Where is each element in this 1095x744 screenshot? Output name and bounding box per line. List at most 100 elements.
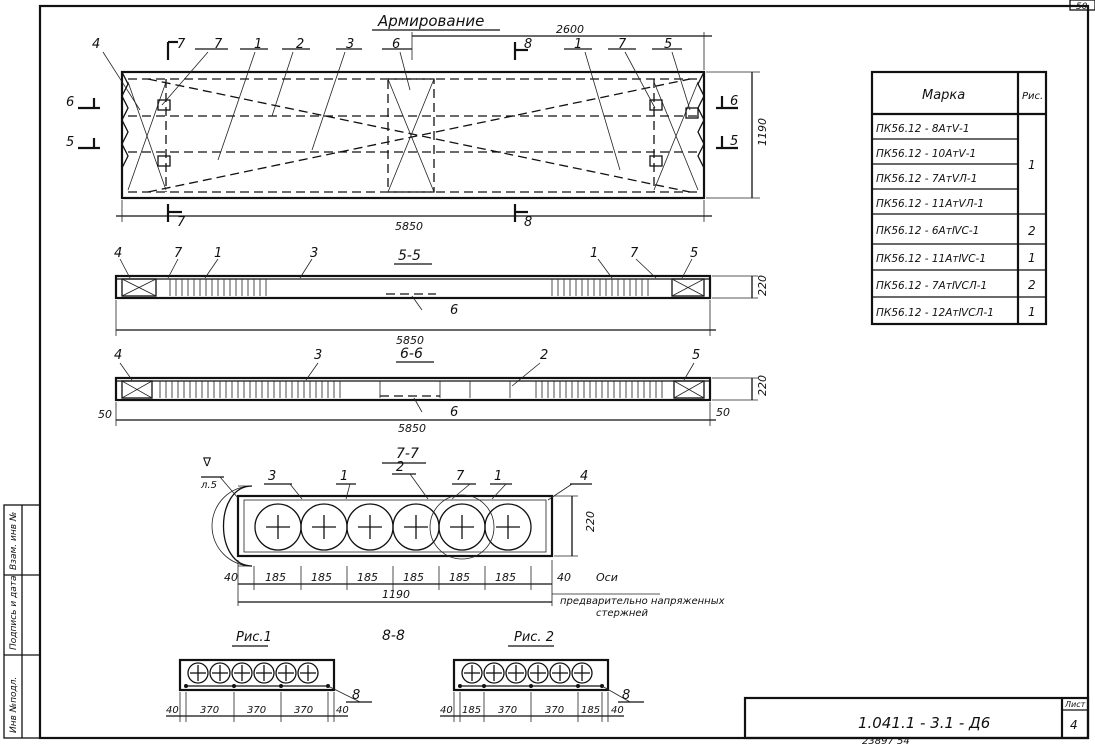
plan-callout-5: 5 xyxy=(664,37,672,52)
s77-dim-220: 220 xyxy=(584,511,597,532)
table-fig-row8: 1 xyxy=(1028,305,1036,319)
s77-dim-185-6: 185 xyxy=(495,571,516,584)
fig2-section xyxy=(440,645,644,722)
section-6-6-title: 6-6 xyxy=(400,346,423,362)
plan-cut-8-bottom: 8 xyxy=(524,215,532,230)
sheet-frame xyxy=(38,4,1090,740)
s77-callout-3: 3 xyxy=(268,469,276,484)
table-header-mark: Марка xyxy=(922,88,965,103)
s55-callout-7: 7 xyxy=(174,246,183,261)
plan-dim-1190: 1190 xyxy=(756,118,769,146)
s77-dim-185-3: 185 xyxy=(357,571,378,584)
s77-dim-185-2: 185 xyxy=(311,571,332,584)
mark-table xyxy=(870,70,1048,326)
s77-callout-1: 1 xyxy=(340,469,348,484)
section-5-5 xyxy=(114,258,758,336)
fig1-title: Рис.1 xyxy=(236,630,272,645)
s77-dim-1190: 1190 xyxy=(382,588,410,601)
fig2-callout-8: 8 xyxy=(622,688,630,703)
s77-callout-1b: 1 xyxy=(494,469,502,484)
s77-dim-185-5: 185 xyxy=(449,571,470,584)
fig1-dim-370-2: 370 xyxy=(247,705,266,716)
table-fig-row5: 2 xyxy=(1028,224,1036,238)
plan-view xyxy=(78,32,760,222)
drawing-code: 1.041.1 - 3.1 - Д6 xyxy=(858,714,990,732)
s66-callout-6: 6 xyxy=(450,405,458,420)
fig1-callout-8: 8 xyxy=(352,688,360,703)
table-fig-row6: 1 xyxy=(1028,251,1036,265)
axes-note-line3: стержней xyxy=(596,608,649,619)
s77-dim-40-left: 40 xyxy=(224,571,238,584)
s66-callout-2: 2 xyxy=(540,348,548,363)
table-row-8: ПК56.12 - 12АтⅣСЛ-1 xyxy=(876,307,994,319)
fig2-dim-370-2: 370 xyxy=(545,705,564,716)
section-5-5-title: 5-5 xyxy=(398,248,421,264)
plan-dim-5850: 5850 xyxy=(395,220,423,233)
table-row-3: ПК56.12 - 7АтⅤЛ-1 xyxy=(876,173,977,185)
section-7-7 xyxy=(201,462,660,606)
fig1-dim-40-left: 40 xyxy=(166,705,179,716)
page-corner-box xyxy=(1069,0,1095,11)
s66-end-right: 50 xyxy=(716,406,730,419)
s77-callout-2: 2 xyxy=(396,460,404,475)
s77-dim-185-4: 185 xyxy=(403,571,424,584)
table-row-1: ПК56.12 - 8АтⅤ-1 xyxy=(876,123,970,135)
plan-cut-7-top: 7 xyxy=(177,37,186,52)
table-row-7: ПК56.12 - 7АтⅣСЛ-1 xyxy=(876,280,987,292)
s77-dim-40-right: 40 xyxy=(557,571,571,584)
s66-callout-3: 3 xyxy=(314,348,322,363)
section-8-8-title: 8-8 xyxy=(382,628,405,644)
s55-callout-1b: 1 xyxy=(590,246,598,261)
section-6-6 xyxy=(114,361,758,426)
fig2-title: Рис. 2 xyxy=(514,630,554,645)
plan-cut-6-left: 6 xyxy=(66,95,74,110)
table-row-6: ПК56.12 - 11АтⅣС-1 xyxy=(876,253,986,265)
plan-callout-3: 3 xyxy=(346,37,354,52)
s55-callout-6: 6 xyxy=(450,303,458,318)
plan-callout-1b: 1 xyxy=(574,37,582,52)
s55-dim-5850: 5850 xyxy=(396,334,424,347)
fig2-dim-185-left: 185 xyxy=(462,705,481,716)
stamp-sign-label: Подпись и дата xyxy=(9,575,19,650)
s66-dim-220: 220 xyxy=(756,375,769,396)
bottom-numbers: 23897 54 xyxy=(862,736,910,744)
s77-callout-4: 4 xyxy=(580,469,588,484)
table-row-5: ПК56.12 - 6АтⅣС-1 xyxy=(876,225,979,237)
stamp-inv-label: Инв №подл. xyxy=(9,677,19,733)
s77-dim-185-1: 185 xyxy=(265,571,286,584)
s55-dim-220: 220 xyxy=(756,275,769,296)
table-fig-group1: 1 xyxy=(1028,158,1036,172)
section-7-7-title: 7-7 xyxy=(396,446,419,462)
plan-callout-7b: 7 xyxy=(618,37,627,52)
table-fig-row7: 2 xyxy=(1028,278,1036,292)
plan-callout-1: 1 xyxy=(254,37,262,52)
fig1-section xyxy=(166,645,372,722)
page-corner-number: 50 xyxy=(1076,2,1088,12)
stamp-replace-label: Взам. инв № xyxy=(9,512,19,570)
plan-callout-2: 2 xyxy=(296,37,304,52)
s77-callout-7: 7 xyxy=(456,469,465,484)
table-row-4: ПК56.12 - 11АтⅤЛ-1 xyxy=(876,198,984,210)
plan-cut-8-top: 8 xyxy=(524,37,532,52)
plan-cut-6-right: 6 xyxy=(730,94,738,109)
fig1-dim-370-3: 370 xyxy=(294,705,313,716)
fig1-dim-370-1: 370 xyxy=(200,705,219,716)
table-row-2: ПК56.12 - 10АтⅤ-1 xyxy=(876,148,976,160)
drawing-title: Армирование xyxy=(377,12,484,30)
void-circles xyxy=(254,494,532,560)
plan-dim-2600: 2600 xyxy=(556,23,584,36)
level-value: л.5 xyxy=(200,480,217,491)
fig2-dim-370-1: 370 xyxy=(498,705,517,716)
axes-note-line2: предварительно напряженных xyxy=(560,596,725,607)
s55-callout-1: 1 xyxy=(214,246,222,261)
plan-callout-7a: 7 xyxy=(214,37,223,52)
axes-note-line1: Оси xyxy=(596,571,618,584)
s66-end-left: 50 xyxy=(98,408,112,421)
plan-cut-5-left: 5 xyxy=(66,135,74,150)
fig2-dim-185-right: 185 xyxy=(581,705,600,716)
plan-callout-6: 6 xyxy=(392,37,400,52)
s66-dim-5850: 5850 xyxy=(398,422,426,435)
table-header-fig: Рис. xyxy=(1022,91,1043,102)
sheet-label: Лист xyxy=(1064,700,1086,709)
